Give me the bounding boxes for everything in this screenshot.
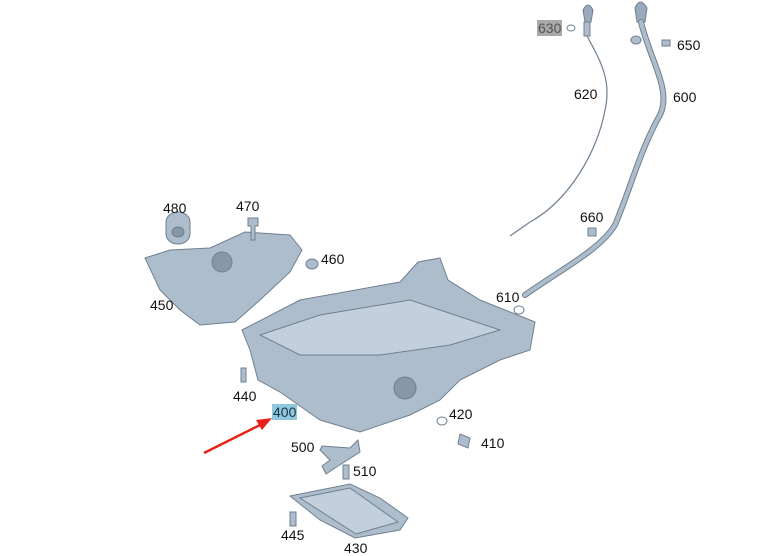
guide-tube-600[interactable] — [522, 1, 667, 298]
callout-630[interactable]: 630 — [537, 20, 563, 36]
seal-610[interactable] — [513, 305, 525, 315]
bolt-650[interactable] — [661, 39, 671, 47]
callout-650[interactable]: 650 — [677, 37, 701, 53]
bolt-660[interactable] — [587, 227, 597, 237]
callout-610[interactable]: 610 — [496, 289, 520, 305]
dipstick-620[interactable] — [509, 4, 608, 237]
callout-510[interactable]: 510 — [353, 463, 377, 479]
callout-600[interactable]: 600 — [673, 89, 697, 105]
callout-445[interactable]: 445 — [281, 527, 305, 543]
callout-470[interactable]: 470 — [236, 198, 260, 214]
callout-440[interactable]: 440 — [233, 388, 257, 404]
bolt-445[interactable] — [289, 511, 297, 527]
nut-460[interactable] — [305, 258, 319, 270]
callout-420[interactable]: 420 — [449, 406, 473, 422]
drain-plug-410[interactable] — [457, 433, 471, 449]
callout-450[interactable]: 450 — [150, 297, 174, 313]
callout-660[interactable]: 660 — [580, 209, 604, 225]
callout-400[interactable]: 400 — [272, 404, 298, 420]
bracket-500[interactable] — [319, 438, 361, 475]
callout-410[interactable]: 410 — [481, 435, 505, 451]
callout-460[interactable]: 460 — [321, 251, 345, 267]
callout-500[interactable]: 500 — [291, 439, 315, 455]
callout-430[interactable]: 430 — [344, 540, 368, 556]
callout-480[interactable]: 480 — [163, 200, 187, 216]
engine-mount-450[interactable] — [144, 231, 303, 326]
callout-620[interactable]: 620 — [574, 86, 598, 102]
pointer-arrow — [203, 418, 272, 455]
washer-420[interactable] — [436, 416, 448, 426]
bolt-440[interactable] — [240, 367, 247, 383]
bolt-510[interactable] — [342, 464, 350, 480]
o-ring-630[interactable] — [566, 24, 576, 32]
bolt-470[interactable] — [247, 217, 259, 241]
